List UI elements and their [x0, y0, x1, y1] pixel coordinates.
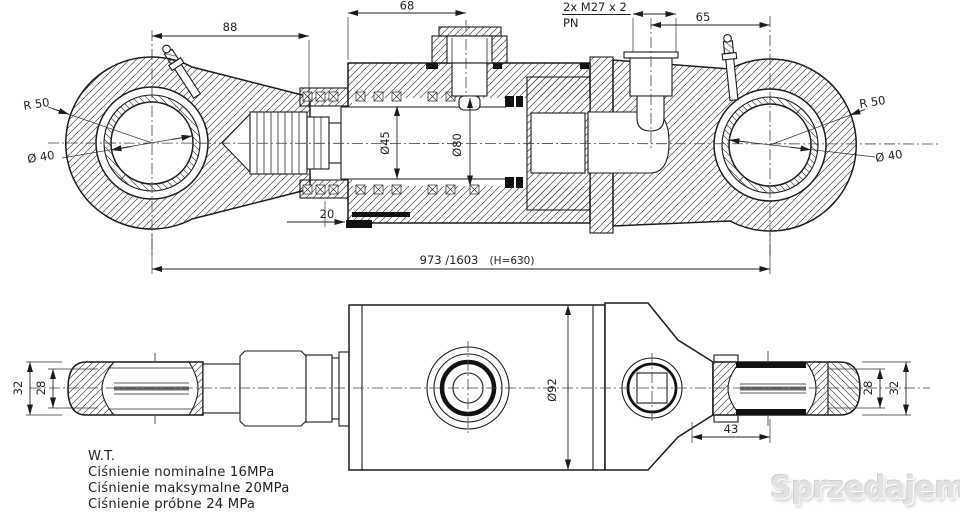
grease-nipple-left — [162, 44, 202, 99]
dim-r50-right: R 50 — [769, 93, 886, 146]
rod-ring-2 — [338, 351, 350, 427]
dim-28-left-label: 28 — [34, 381, 48, 396]
hydraulic-port-1 — [431, 26, 508, 111]
dim-65: 65 — [651, 10, 770, 28]
note-line: Ciśnienie maksymalne 20MPa — [88, 481, 290, 496]
dim-32-right: 32 — [862, 361, 911, 416]
dim-dia80: Ø80 — [450, 98, 473, 186]
piston-seal — [505, 96, 514, 107]
dim-32-left-label: 32 — [11, 381, 25, 396]
left-pin — [67, 353, 204, 424]
top-view-section: 88 68 2x M27 x 2 PN 65 R 50 Ø 40 — [22, 0, 939, 274]
dia40-right-label: Ø 40 — [874, 147, 903, 165]
dim-dia92: Ø92 — [545, 305, 571, 470]
weld-mark — [426, 63, 438, 69]
dim-65-label: 65 — [696, 10, 711, 24]
watermark: Sprzedajemy.pl — [770, 470, 960, 506]
dim-43: 43 — [691, 419, 771, 443]
grease-nipple-right — [721, 33, 739, 102]
port-thread-label: 2x M27 x 2 — [563, 0, 627, 14]
dim-dia45: Ø45 — [378, 106, 400, 179]
rod-ring — [331, 357, 340, 420]
dim-overall: 973 /1603 (H=630) — [151, 233, 771, 274]
rod-side — [202, 363, 241, 414]
dia45-label: Ø45 — [378, 131, 392, 155]
right-pin — [712, 351, 861, 426]
piston-seal — [516, 177, 523, 188]
dim-32-right-label: 32 — [887, 381, 901, 396]
piston-rod — [341, 107, 506, 179]
dim-32-left: 32 — [11, 361, 62, 416]
weld-mark — [580, 63, 589, 69]
r50-left-label: R 50 — [22, 95, 50, 113]
dim-43-label: 43 — [724, 422, 739, 436]
rod-step — [305, 354, 333, 423]
dim-28-right: 28 — [828, 368, 885, 409]
dia92-label: Ø92 — [545, 378, 559, 402]
dim-r50-left: R 50 — [22, 95, 153, 144]
weld-mark — [493, 63, 502, 69]
side-view-centerlines — [30, 341, 930, 435]
top-view-centerlines — [47, 16, 939, 256]
dim-28-left: 28 — [34, 368, 98, 409]
dim-20: 20 — [287, 201, 345, 227]
dia80-label: Ø80 — [450, 133, 464, 157]
dim-68: 68 — [347, 0, 466, 60]
rod-end-block — [239, 350, 307, 427]
side-view: 32 28 Ø92 43 28 32 — [11, 302, 930, 471]
weld-mark — [346, 220, 372, 228]
note-line: Ciśnienie próbne 24 MPa — [88, 497, 256, 512]
piston-seal — [516, 96, 523, 107]
piston-inner — [530, 112, 586, 174]
dim-dia40-left: Ø 40 — [26, 134, 193, 166]
technical-notes: W.T. Ciśnienie nominalne 16MPa Ciśnienie… — [88, 449, 290, 513]
piston-seal — [505, 177, 514, 188]
dim-88: 88 — [152, 20, 310, 108]
overall-length-label: 973 /1603 — [420, 253, 479, 267]
dim-68-label: 68 — [400, 0, 415, 13]
dim-88-label: 88 — [223, 20, 238, 34]
watermark-brand: Sprzedajemy — [770, 470, 960, 506]
dim-port-thread: 2x M27 x 2 PN — [562, 0, 677, 52]
notes-title: W.T. — [88, 449, 116, 464]
dim-20-label: 20 — [320, 207, 335, 221]
overall-note-label: (H=630) — [490, 255, 535, 267]
r50-right-label: R 50 — [858, 93, 886, 111]
dim-dia40-right: Ø 40 — [728, 138, 903, 165]
dia40-left-label: Ø 40 — [26, 148, 55, 166]
dim-28-right-label: 28 — [861, 381, 875, 396]
weld-mark — [352, 212, 410, 217]
note-line: Ciśnienie nominalne 16MPa — [88, 465, 275, 480]
port-thread-sub: PN — [563, 16, 579, 30]
